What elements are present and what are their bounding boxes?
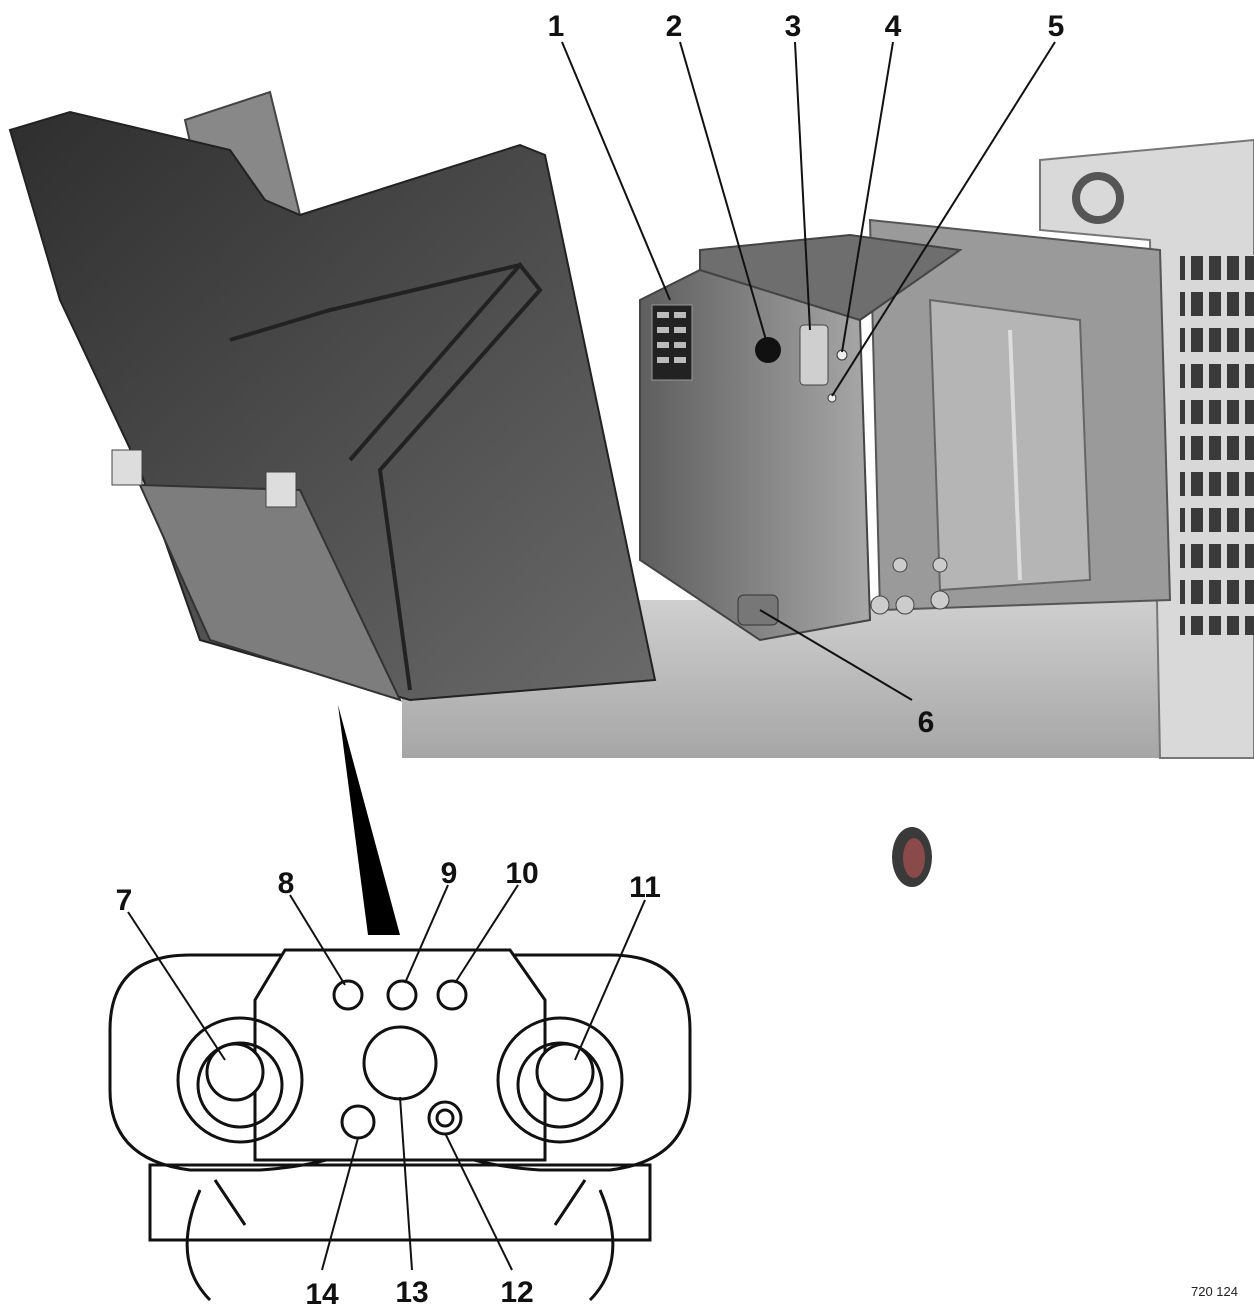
- round-socket: [755, 337, 781, 363]
- callout-8: 8: [278, 867, 295, 900]
- callout-3: 3: [785, 10, 802, 43]
- cooling-grille: [1180, 255, 1254, 635]
- callout-2: 2: [666, 10, 683, 43]
- leader-11: [574, 899, 646, 1061]
- remote-controller: [108, 948, 692, 1302]
- leader-6: [759, 609, 913, 701]
- callout-labels: 1 2 3 4 5 6 7 8 9 10 11 12 13 14: [116, 10, 1065, 1311]
- figure-reference-code: 720 124: [1191, 1284, 1238, 1299]
- valve-lever: [737, 594, 779, 626]
- callout-12: 12: [500, 1276, 533, 1309]
- callout-10: 10: [505, 857, 538, 890]
- leader-3: [794, 41, 811, 331]
- callout-6: 6: [918, 706, 935, 739]
- callout-11: 11: [629, 871, 661, 904]
- leader-5: [831, 41, 1056, 397]
- cover-hinge-right: [265, 471, 297, 508]
- hinged-cover: [8, 90, 657, 702]
- callout-5: 5: [1048, 10, 1065, 43]
- callout-14: 14: [305, 1278, 339, 1311]
- callout-1: 1: [548, 10, 565, 43]
- view-wedge: [338, 705, 400, 935]
- relay: [799, 324, 829, 386]
- leader-14: [321, 1137, 359, 1271]
- leader-8: [289, 894, 346, 986]
- callout-13: 13: [395, 1276, 428, 1309]
- callout-9: 9: [441, 857, 458, 890]
- lifting-eye: [1072, 172, 1124, 224]
- cover-hinge-left: [111, 449, 143, 486]
- callout-7: 7: [116, 884, 133, 917]
- leader-12: [444, 1132, 513, 1271]
- leader-13: [399, 1096, 413, 1271]
- machine-body: [402, 138, 1254, 759]
- leader-1: [561, 41, 671, 301]
- leader-7: [127, 911, 226, 1061]
- callout-4: 4: [885, 10, 902, 43]
- leader-4: [841, 41, 894, 353]
- leader-9: [404, 884, 449, 984]
- leader-2: [679, 41, 767, 341]
- leader-10: [454, 884, 519, 984]
- leader-lines: [127, 41, 1056, 1271]
